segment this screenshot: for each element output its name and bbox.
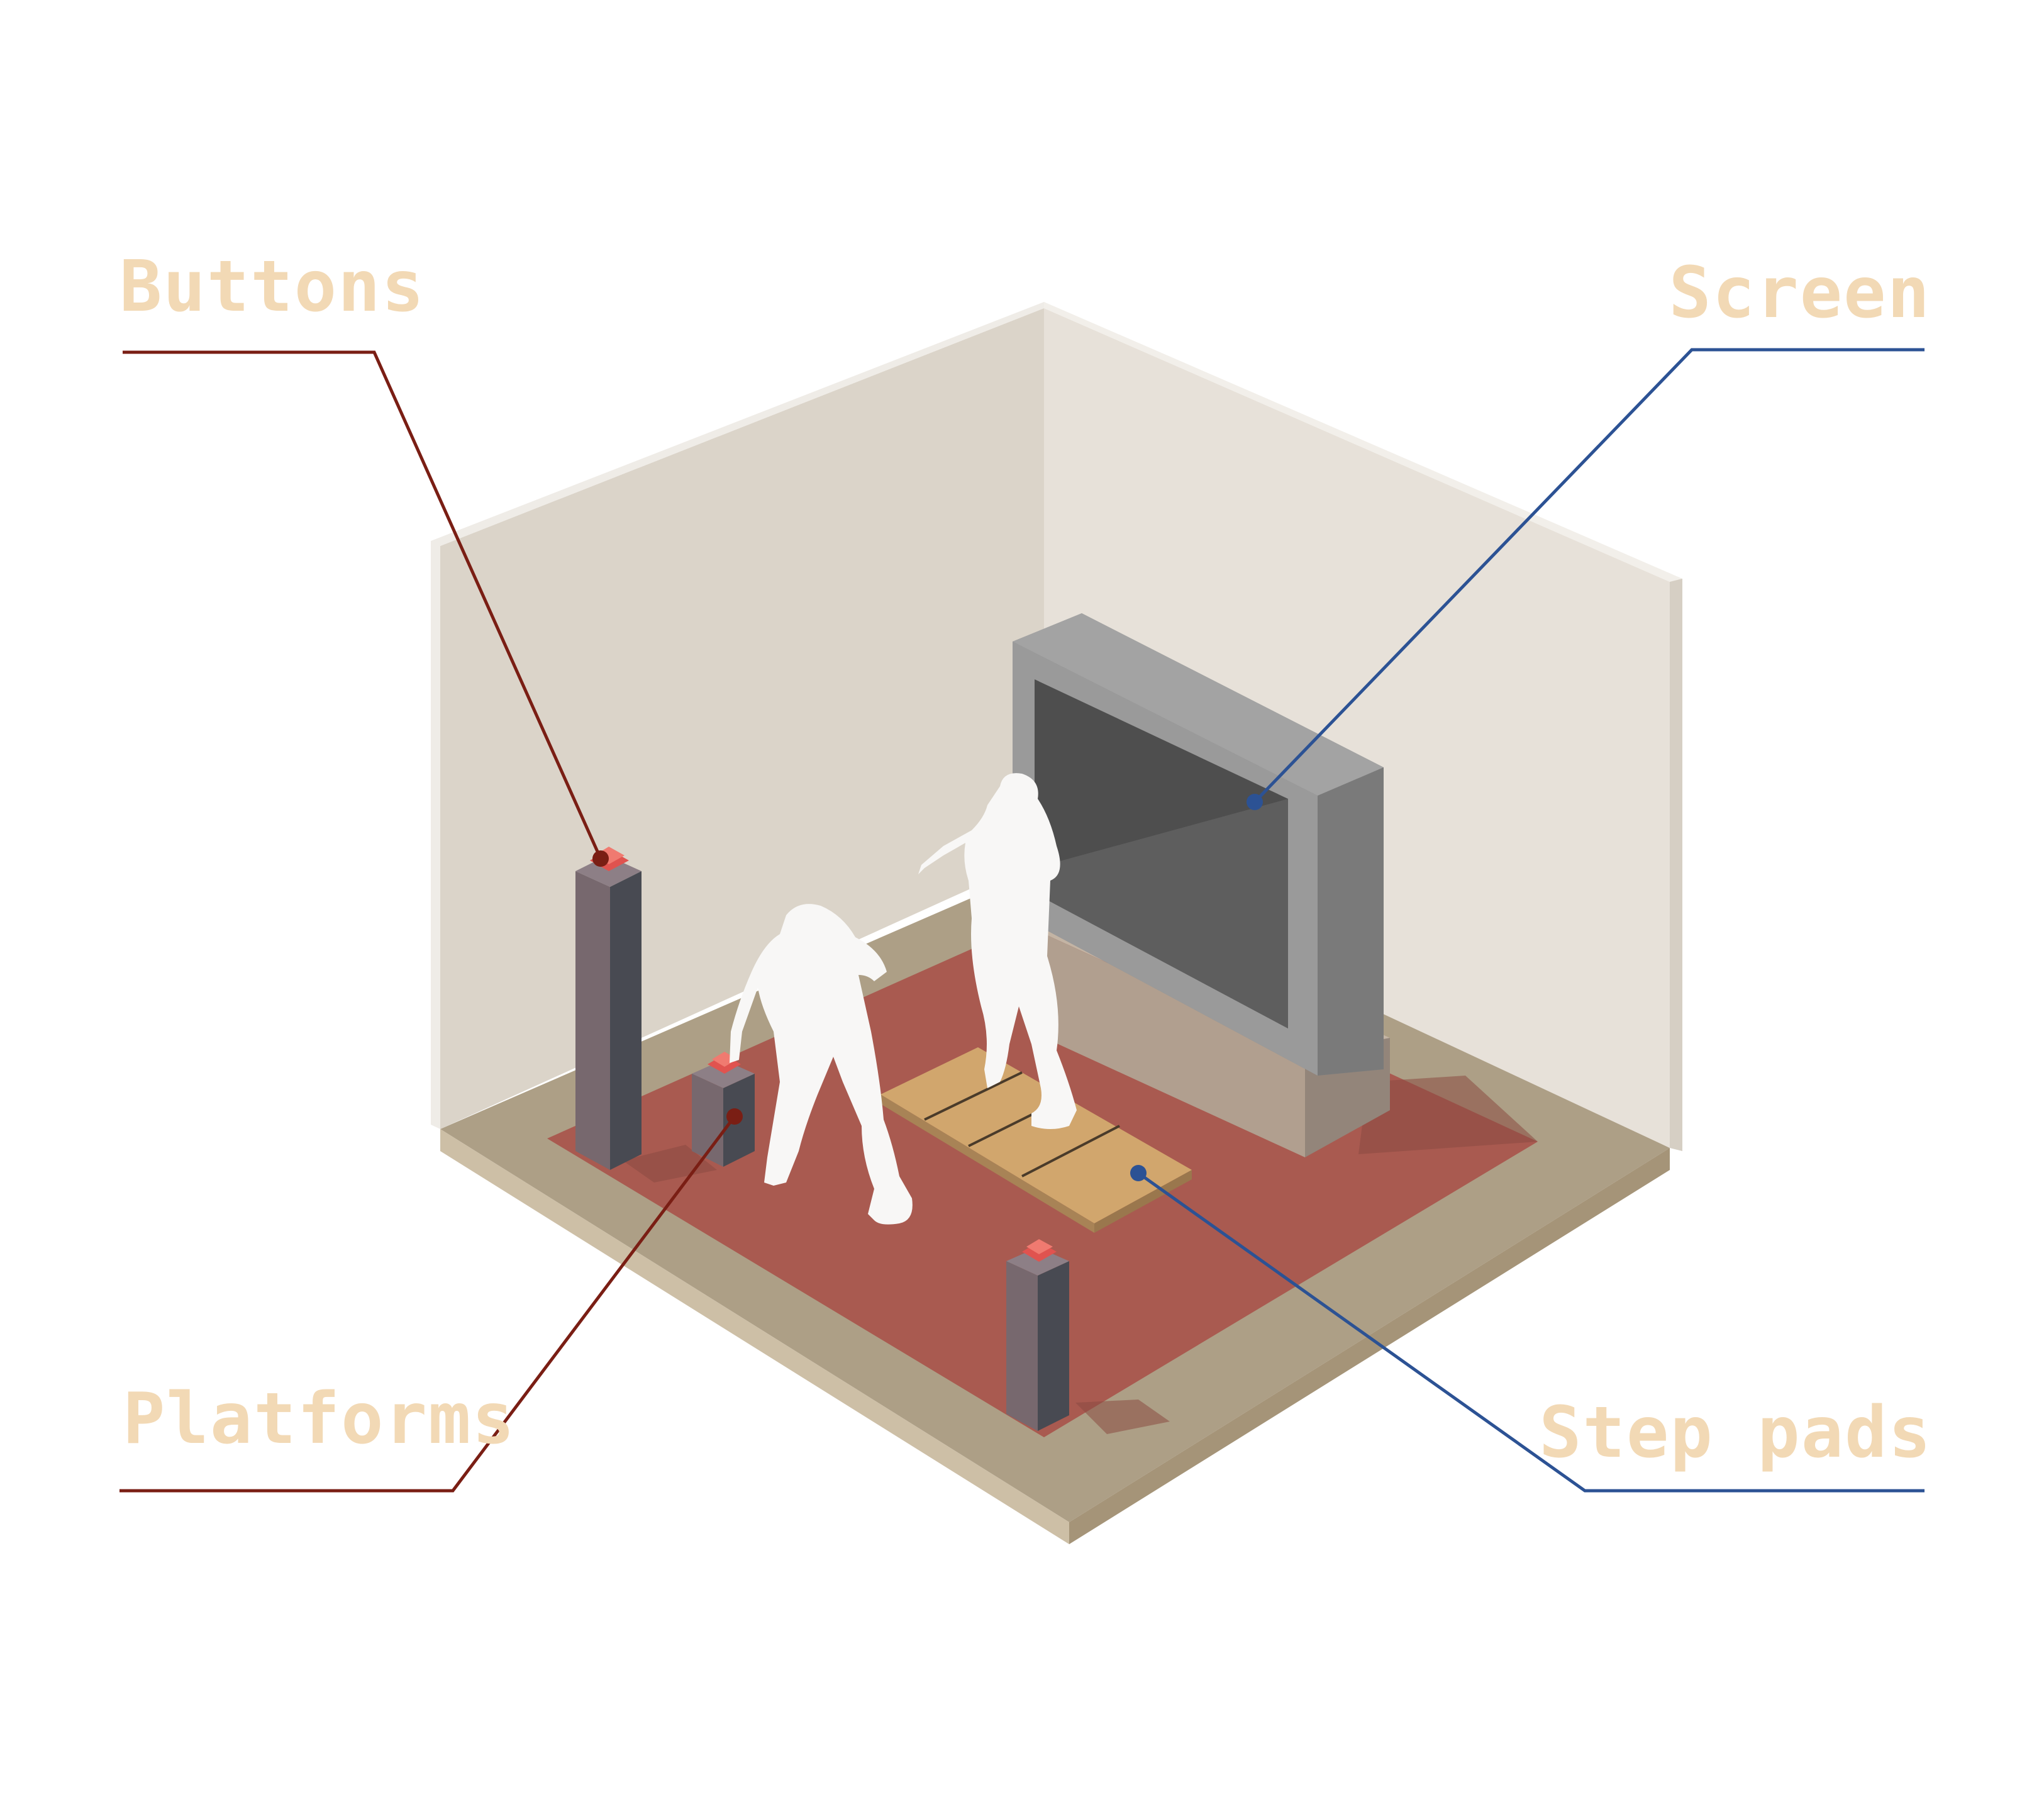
person-silhouette-icon xyxy=(730,904,913,1225)
buttons-leader-line xyxy=(123,350,603,860)
step-pads xyxy=(880,1047,1192,1233)
buttons-label: Buttons xyxy=(119,246,426,328)
screen-leader-line xyxy=(1253,348,1925,803)
leader-dots xyxy=(592,794,1263,1181)
person-silhouette-icon xyxy=(918,773,1077,1129)
platforms-label: Platforms xyxy=(123,1378,516,1460)
short-platform xyxy=(692,1060,755,1167)
step-pads-label: Step pads xyxy=(1539,1392,1932,1474)
platforms-leader-line xyxy=(119,1115,736,1493)
leader-lines xyxy=(119,348,1925,1493)
shadows xyxy=(623,1076,1538,1434)
tv xyxy=(1013,613,1384,1076)
front-platform xyxy=(1006,1247,1069,1431)
screen-label: Screen xyxy=(1669,252,1931,334)
tall-platform xyxy=(575,855,642,1170)
right-wall xyxy=(1044,302,1682,1151)
steppads-leader-line xyxy=(1137,1171,1925,1493)
